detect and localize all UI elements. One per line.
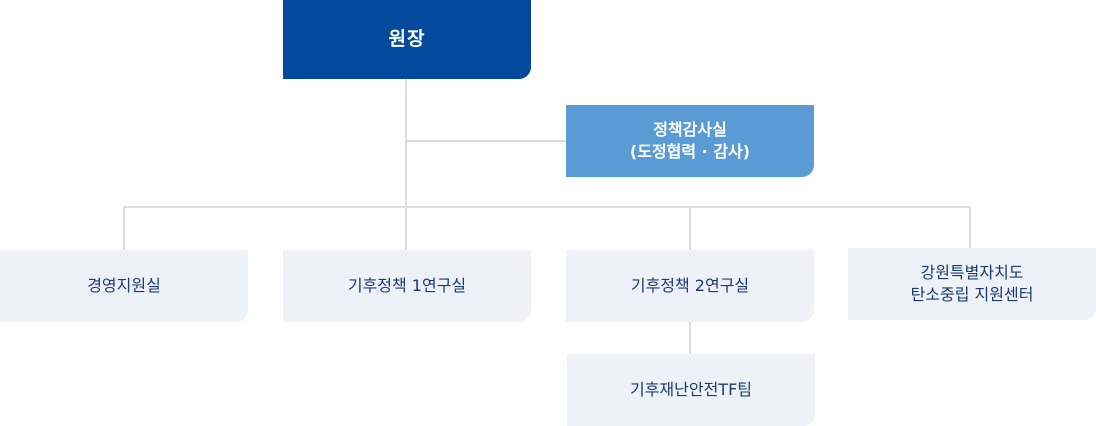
management-support-office-label: 경영지원실 xyxy=(87,276,161,296)
climate-disaster-tf-label: 기후재난안전TF팀 xyxy=(629,380,753,400)
carbon-neutral-center-sublabel: 탄소중립 지원센터 xyxy=(910,285,1034,304)
climate-policy-research-1-box: 기후정책 1연구실 xyxy=(283,250,531,322)
director-box: 원장 xyxy=(283,0,531,79)
climate-disaster-tf-box: 기후재난안전TF팀 xyxy=(567,354,815,426)
management-support-office-box: 경영지원실 xyxy=(0,250,248,322)
carbon-neutral-center-box: 강원특별자치도 탄소중립 지원센터 xyxy=(848,248,1096,320)
director-label: 원장 xyxy=(388,27,426,50)
policy-audit-office-label: 정책감사실 xyxy=(653,120,727,140)
policy-audit-office-sublabel: (도정협력 · 감사) xyxy=(629,142,751,161)
climate-policy-research-1-label: 기후정책 1연구실 xyxy=(347,276,467,296)
climate-policy-research-2-box: 기후정책 2연구실 xyxy=(566,250,814,322)
policy-audit-office-box: 정책감사실 (도정협력 · 감사) xyxy=(566,105,814,177)
carbon-neutral-center-label: 강원특별자치도 xyxy=(920,263,1024,283)
climate-policy-research-2-label: 기후정책 2연구실 xyxy=(630,276,750,296)
